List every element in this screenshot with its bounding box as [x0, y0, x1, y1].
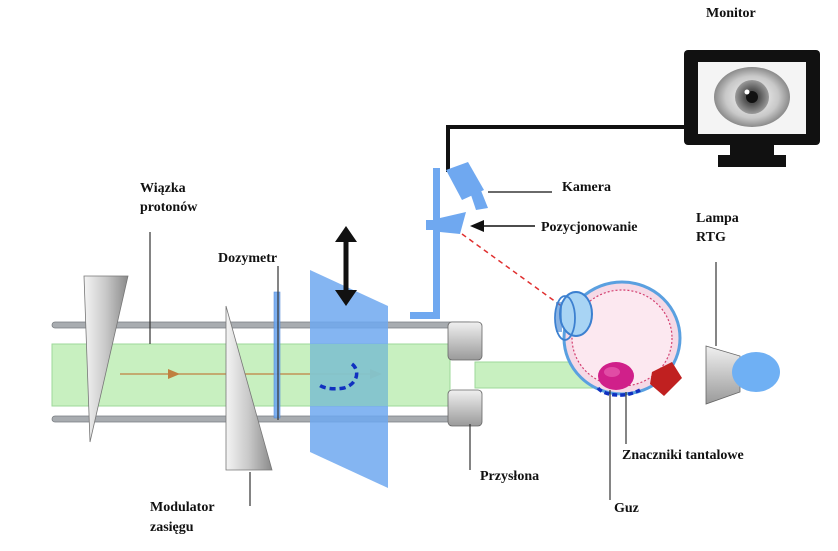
- aperture-blocks: [447, 321, 483, 427]
- wedge-entry: [83, 275, 129, 443]
- double-arrow-icon: [335, 226, 357, 306]
- optic-nerve: [650, 362, 682, 396]
- camera-mount: [410, 162, 488, 319]
- eye-icon: [554, 280, 682, 397]
- pozycjonowanie-pointer: [470, 220, 535, 232]
- label-monitor: Monitor: [706, 6, 756, 21]
- dose-contour: [316, 362, 359, 391]
- label-wiazka-line2: protonów: [140, 200, 198, 215]
- tantalum-markers: [596, 386, 641, 397]
- label-znaczniki: Znaczniki tantalowe: [622, 448, 744, 463]
- label-modulator-line1: Modulator: [150, 500, 215, 515]
- label-lampa-line2: RTG: [696, 230, 726, 245]
- monitor-icon: [684, 50, 820, 167]
- filter-beam-overlap: [310, 344, 388, 406]
- label-guz: Guz: [614, 501, 639, 516]
- label-kamera: Kamera: [562, 180, 611, 195]
- label-przyslona: Przysłona: [480, 469, 539, 484]
- xray-lamp-icon: [705, 345, 780, 405]
- label-pozycjonowanie: Pozycjonowanie: [541, 220, 637, 235]
- lower-rod: [51, 415, 473, 423]
- label-wiazka-line1: Wiązka: [140, 181, 186, 196]
- dosimeter-plate: [273, 291, 281, 419]
- label-dozymetr: Dozymetr: [218, 251, 277, 266]
- range-modulator-wedge: [225, 305, 273, 471]
- label-lampa-line1: Lampa: [696, 211, 739, 226]
- positioning-light-icon: [440, 212, 466, 234]
- label-modulator-line2: zasięgu: [150, 520, 194, 535]
- camera-cable: [446, 125, 684, 172]
